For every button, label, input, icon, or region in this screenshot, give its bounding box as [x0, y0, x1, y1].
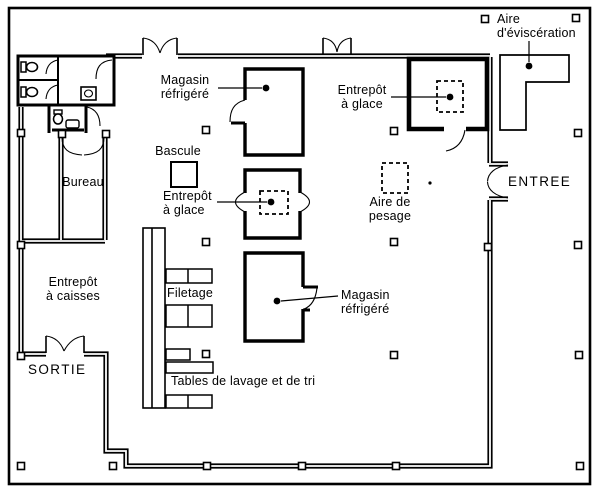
bureau-doors: [61, 136, 105, 156]
double-door-top-right: [322, 37, 352, 55]
label-magasin-refrigere-bottom: Magasin réfrigéré: [341, 288, 390, 316]
label-entrepot-a-caisses: Entrepôt à caisses: [46, 275, 100, 303]
door-arc: [445, 129, 466, 152]
toilet-icon: [20, 61, 39, 98]
door-arc: [303, 287, 318, 310]
filleting-table: [165, 268, 213, 284]
label-filetage: Filetage: [167, 286, 214, 300]
evisceration-area-outline: [499, 54, 570, 131]
double-door-top-left: [142, 37, 178, 55]
ice-store-right: [406, 56, 490, 152]
label-entree: ENTREE: [508, 174, 572, 189]
conveyor-table: [142, 227, 166, 409]
outer-frame: [7, 6, 592, 486]
column-markers: [16, 13, 585, 471]
small-dot: [428, 181, 432, 185]
ice-store-center: [234, 168, 311, 240]
door-arc: [299, 191, 311, 213]
label-entrepot-a-glace-right: Entrepôt à glace: [337, 83, 387, 111]
washing-table: [165, 348, 191, 361]
door-arc: [45, 84, 59, 100]
weighing-area-dashed-rect: [381, 162, 409, 194]
sortie-door: [45, 335, 85, 353]
entree-door: [486, 164, 509, 199]
scale-square: [170, 161, 198, 188]
label-aire-evisceration: Aire d'éviscération: [497, 12, 576, 40]
cold-room-bottom: [243, 251, 318, 343]
door-arc: [45, 59, 59, 75]
ice-store-dashed-outline: [259, 190, 289, 215]
sink-icon: [65, 119, 80, 129]
washing-table: [165, 394, 213, 409]
label-aire-de-pesage: Aire de pesage: [368, 195, 412, 223]
work-tables: [165, 268, 214, 409]
toilet-icon: [52, 109, 64, 125]
label-bureau: Bureau: [62, 175, 104, 189]
sink-icon: [80, 86, 97, 101]
leader-lines: [217, 41, 530, 302]
label-bascule: Bascule: [155, 144, 201, 158]
cold-room-top: [229, 67, 305, 157]
door-arc: [95, 59, 113, 80]
filleting-table: [165, 304, 213, 328]
label-sortie: SORTIE: [28, 362, 87, 377]
label-tables-lavage: Tables de lavage et de tri: [171, 374, 316, 388]
door-arc: [229, 99, 246, 123]
label-entrepot-a-glace-center: Entrepôt à glace: [163, 189, 212, 217]
toilet-block: [16, 54, 116, 133]
door-arc: [86, 106, 101, 127]
washing-table: [165, 361, 214, 374]
leader-dots: [262, 62, 533, 305]
label-magasin-refrigere-top: Magasin réfrigéré: [160, 73, 210, 101]
